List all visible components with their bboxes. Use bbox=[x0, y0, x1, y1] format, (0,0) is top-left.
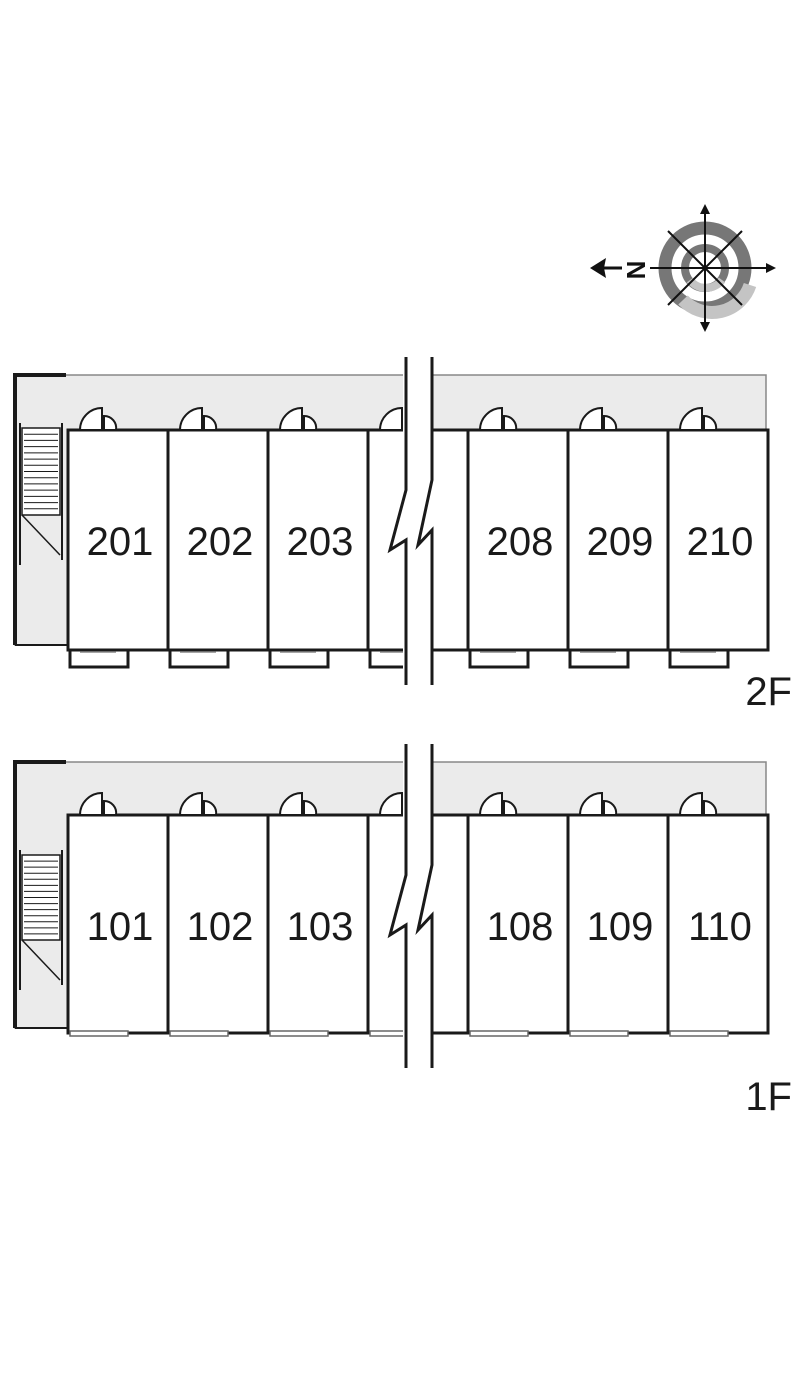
door-icon bbox=[278, 406, 303, 431]
break-mark bbox=[387, 742, 434, 1073]
unit-109: 109 bbox=[566, 791, 670, 1037]
unit-101: 101 bbox=[66, 791, 170, 1037]
door-icon bbox=[603, 799, 618, 816]
floor-1f: 101 102 103 108 109 110 1F bbox=[13, 742, 792, 1119]
unit-number: 202 bbox=[187, 520, 254, 564]
door-icon bbox=[378, 406, 403, 431]
unit-outline bbox=[566, 813, 670, 1035]
floor-label: 2F bbox=[745, 670, 792, 714]
window bbox=[69, 1030, 129, 1037]
unit-number: 108 bbox=[487, 905, 554, 949]
window bbox=[269, 1030, 329, 1037]
window bbox=[569, 1030, 629, 1037]
balcony bbox=[568, 648, 630, 669]
outer-wall bbox=[13, 373, 66, 645]
door-icon bbox=[503, 799, 518, 816]
unit-102: 102 bbox=[166, 791, 270, 1037]
door-icon bbox=[478, 406, 503, 431]
unit-number: 101 bbox=[87, 905, 154, 949]
door-icon bbox=[678, 406, 703, 431]
balcony bbox=[68, 648, 130, 669]
window bbox=[669, 1030, 729, 1037]
door-icon bbox=[478, 791, 503, 816]
door-icon bbox=[78, 791, 103, 816]
unit-outline bbox=[666, 813, 770, 1035]
break-mark bbox=[387, 355, 434, 690]
balcony bbox=[168, 648, 230, 669]
unit-outline bbox=[166, 428, 270, 652]
unit-number: 203 bbox=[287, 520, 354, 564]
unit-number: 201 bbox=[87, 520, 154, 564]
door-icon bbox=[703, 414, 718, 431]
door-icon bbox=[578, 406, 603, 431]
stairs bbox=[19, 423, 63, 565]
door-icon bbox=[178, 791, 203, 816]
window bbox=[469, 1030, 529, 1037]
window bbox=[169, 1030, 229, 1037]
unit-108: 108 bbox=[466, 791, 570, 1037]
unit-number: 109 bbox=[587, 905, 654, 949]
door-icon bbox=[578, 791, 603, 816]
door-icon bbox=[503, 414, 518, 431]
unit-203: 203 bbox=[266, 406, 370, 669]
door-icon bbox=[603, 414, 618, 431]
unit-outline bbox=[266, 428, 370, 652]
unit-202: 202 bbox=[166, 406, 270, 669]
unit-outline bbox=[66, 813, 170, 1035]
door-icon bbox=[203, 414, 218, 431]
floors: 201 202 203 208 209 210 2F 101 102 103 108 109 110 1F bbox=[13, 355, 792, 1119]
floor-2f: 201 202 203 208 209 210 2F bbox=[13, 355, 792, 714]
compass-rose-icon bbox=[590, 204, 776, 332]
stairs bbox=[19, 850, 63, 990]
unit-number: 103 bbox=[287, 905, 354, 949]
door-icon bbox=[103, 799, 118, 816]
balcony bbox=[668, 648, 730, 669]
unit-210: 210 bbox=[666, 406, 770, 669]
unit-209: 209 bbox=[566, 406, 670, 669]
unit-outline bbox=[66, 428, 170, 652]
outer-wall bbox=[13, 760, 66, 1028]
floor-label: 1F bbox=[745, 1075, 792, 1119]
door-icon bbox=[178, 406, 203, 431]
door-icon bbox=[203, 799, 218, 816]
unit-110: 110 bbox=[666, 791, 770, 1037]
unit-number: 210 bbox=[687, 520, 754, 564]
unit-outline bbox=[666, 428, 770, 652]
door-icon bbox=[303, 799, 318, 816]
unit-208: 208 bbox=[466, 406, 570, 669]
unit-103: 103 bbox=[266, 791, 370, 1037]
door-icon bbox=[378, 791, 403, 816]
balcony bbox=[468, 648, 530, 669]
balcony bbox=[268, 648, 330, 669]
north-label: N bbox=[621, 261, 651, 280]
unit-number: 209 bbox=[587, 520, 654, 564]
door-icon bbox=[678, 791, 703, 816]
unit-number: 110 bbox=[688, 905, 752, 949]
door-icon bbox=[703, 799, 718, 816]
unit-number: 102 bbox=[187, 905, 254, 949]
door-icon bbox=[278, 791, 303, 816]
unit-201: 201 bbox=[66, 406, 170, 669]
unit-number: 208 bbox=[487, 520, 554, 564]
unit-outline bbox=[466, 813, 570, 1035]
door-icon bbox=[103, 414, 118, 431]
door-icon bbox=[303, 414, 318, 431]
door-icon bbox=[78, 406, 103, 431]
